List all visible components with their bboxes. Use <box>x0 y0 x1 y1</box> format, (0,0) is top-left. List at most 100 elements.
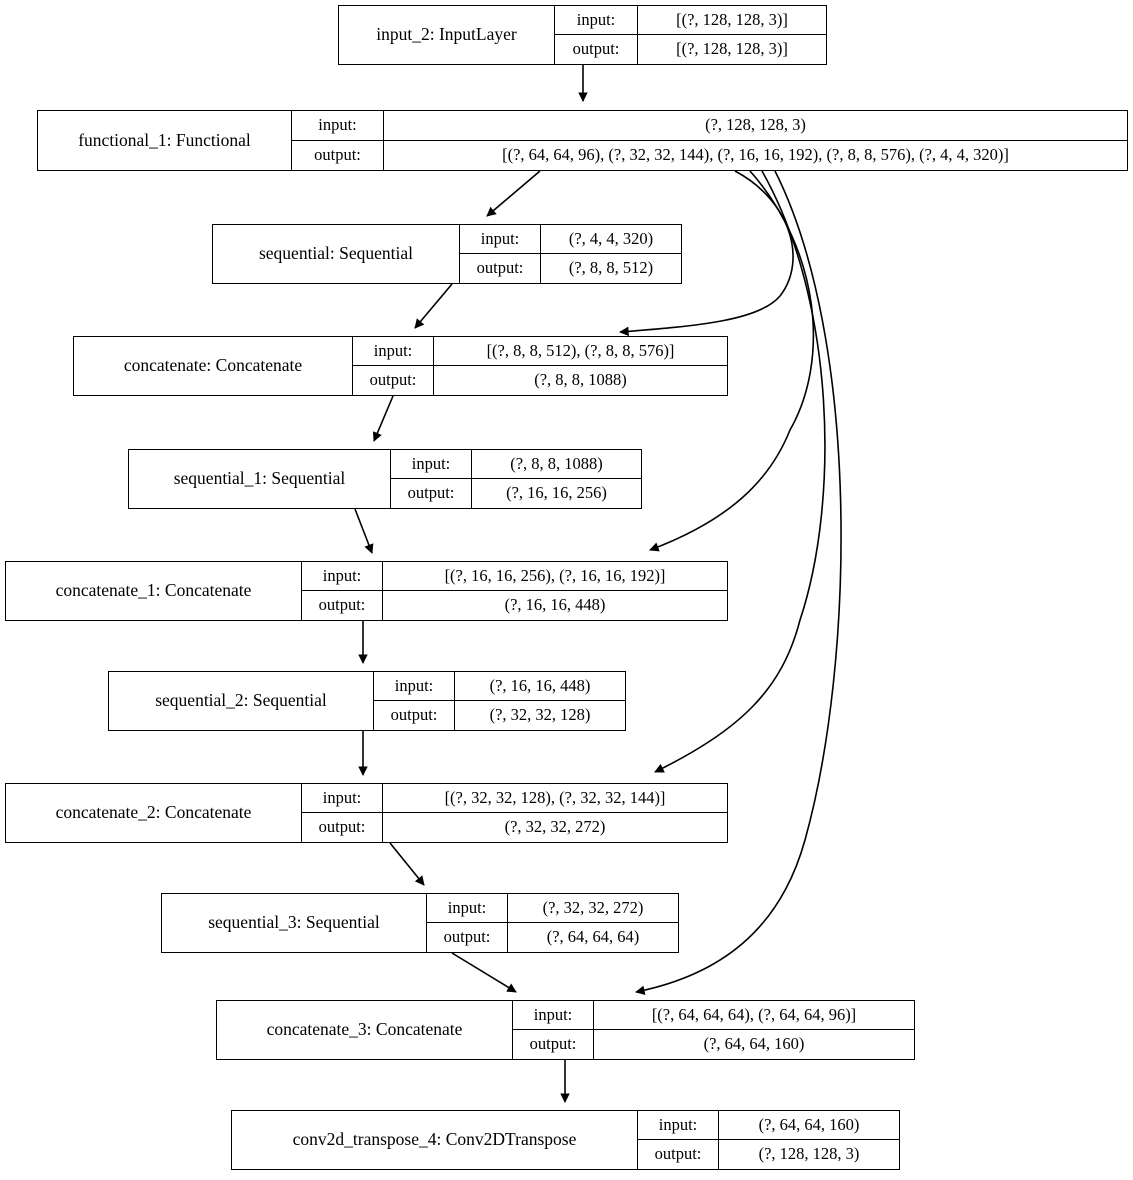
io-row-input: input: (?, 64, 64, 160) <box>638 1111 899 1140</box>
edge-concatenate-to-sequential1 <box>372 395 394 442</box>
node-title: sequential_1: Sequential <box>129 450 391 508</box>
io-row-output: output: (?, 128, 128, 3) <box>638 1140 899 1169</box>
node-sequential[interactable]: sequential: Sequential input: (?, 4, 4, … <box>212 224 682 284</box>
io-row-output: output: (?, 16, 16, 448) <box>302 591 727 620</box>
io-label-input: input: <box>302 784 383 812</box>
io-row-input: input: [(?, 128, 128, 3)] <box>555 6 826 35</box>
io-value-input: (?, 32, 32, 272) <box>542 897 644 917</box>
io-row-input: input: [(?, 64, 64, 64), (?, 64, 64, 96)… <box>513 1001 914 1030</box>
io-value-input: [(?, 8, 8, 512), (?, 8, 8, 576)] <box>486 340 675 360</box>
node-io-table: input: (?, 64, 64, 160) output: (?, 128,… <box>638 1111 899 1169</box>
io-row-input: input: [(?, 32, 32, 128), (?, 32, 32, 14… <box>302 784 727 813</box>
io-label-output: output: <box>460 254 541 283</box>
io-value-input: [(?, 128, 128, 3)] <box>676 9 788 29</box>
node-conv2d_transpose_4[interactable]: conv2d_transpose_4: Conv2DTranspose inpu… <box>231 1110 900 1170</box>
node-io-table: input: (?, 128, 128, 3) output: [(?, 64,… <box>292 111 1127 170</box>
io-row-output: output: (?, 64, 64, 64) <box>427 923 678 952</box>
io-row-input: input: (?, 8, 8, 1088) <box>391 450 641 479</box>
node-sequential_1[interactable]: sequential_1: Sequential input: (?, 8, 8… <box>128 449 642 509</box>
io-label-input: input: <box>353 337 434 365</box>
node-title: concatenate: Concatenate <box>74 337 353 395</box>
io-row-input: input: (?, 4, 4, 320) <box>460 225 681 254</box>
node-io-table: input: [(?, 64, 64, 64), (?, 64, 64, 96)… <box>513 1001 914 1059</box>
io-row-output: output: (?, 16, 16, 256) <box>391 479 641 508</box>
edge-sequential-to-concatenate <box>414 283 453 329</box>
io-value-input: (?, 128, 128, 3) <box>705 115 806 134</box>
node-title: functional_1: Functional <box>38 111 292 170</box>
io-label-input: input: <box>391 450 472 478</box>
io-row-output: output: (?, 8, 8, 512) <box>460 254 681 283</box>
node-io-table: input: (?, 4, 4, 320) output: (?, 8, 8, … <box>460 225 681 283</box>
io-label-output: output: <box>374 701 455 730</box>
io-row-input: input: (?, 128, 128, 3) <box>292 111 1127 141</box>
node-title: concatenate_1: Concatenate <box>6 562 302 620</box>
io-value-output: (?, 128, 128, 3) <box>758 1144 860 1164</box>
edge-concatenate2-to-sequential3 <box>389 842 425 886</box>
io-value-output: (?, 32, 32, 128) <box>489 705 591 725</box>
node-title: sequential_3: Sequential <box>162 894 427 952</box>
io-label-output: output: <box>555 35 638 64</box>
node-io-table: input: [(?, 32, 32, 128), (?, 32, 32, 14… <box>302 784 727 842</box>
io-label-input: input: <box>374 672 455 700</box>
io-value-input: [(?, 64, 64, 64), (?, 64, 64, 96)] <box>651 1004 857 1024</box>
io-label-input: input: <box>555 6 638 34</box>
io-label-output: output: <box>427 923 508 952</box>
io-row-output: output: (?, 32, 32, 272) <box>302 813 727 842</box>
io-value-output: (?, 16, 16, 256) <box>506 483 607 503</box>
node-functional_1[interactable]: functional_1: Functional input: (?, 128,… <box>37 110 1128 171</box>
node-title: concatenate_2: Concatenate <box>6 784 302 842</box>
edge-sequential1-to-concatenate1 <box>354 508 374 554</box>
node-io-table: input: [(?, 8, 8, 512), (?, 8, 8, 576)] … <box>353 337 727 395</box>
io-value-input: (?, 16, 16, 448) <box>489 675 591 695</box>
node-io-table: input: (?, 8, 8, 1088) output: (?, 16, 1… <box>391 450 641 508</box>
io-row-input: input: [(?, 16, 16, 256), (?, 16, 16, 19… <box>302 562 727 591</box>
io-value-output: (?, 64, 64, 64) <box>546 927 640 947</box>
io-label-input: input: <box>427 894 508 922</box>
io-label-input: input: <box>513 1001 594 1029</box>
node-input_2[interactable]: input_2: InputLayer input: [(?, 128, 128… <box>338 5 827 65</box>
node-concatenate_3[interactable]: concatenate_3: Concatenate input: [(?, 6… <box>216 1000 915 1060</box>
node-title: sequential: Sequential <box>213 225 460 283</box>
io-row-output: output: [(?, 64, 64, 96), (?, 32, 32, 14… <box>292 140 1127 170</box>
io-label-output: output: <box>391 479 472 508</box>
node-io-table: input: (?, 32, 32, 272) output: (?, 64, … <box>427 894 678 952</box>
io-label-input: input: <box>302 562 383 590</box>
io-label-output: output: <box>302 591 383 620</box>
edge-functional1-to-sequential <box>486 170 541 217</box>
io-row-output: output: (?, 64, 64, 160) <box>513 1030 914 1059</box>
io-value-output: (?, 64, 64, 160) <box>703 1034 805 1054</box>
io-label-output: output: <box>513 1030 594 1059</box>
io-row-input: input: (?, 16, 16, 448) <box>374 672 625 701</box>
node-title: concatenate_3: Concatenate <box>217 1001 513 1059</box>
node-title: input_2: InputLayer <box>339 6 555 64</box>
io-label-input: input: <box>460 225 541 253</box>
io-value-input: [(?, 16, 16, 256), (?, 16, 16, 192)] <box>444 565 666 585</box>
io-label-output: output: <box>292 140 384 170</box>
io-label-output: output: <box>302 813 383 842</box>
io-row-input: input: (?, 32, 32, 272) <box>427 894 678 923</box>
io-value-output: [(?, 64, 64, 96), (?, 32, 32, 144), (?, … <box>502 145 1009 164</box>
io-label-output: output: <box>353 366 434 395</box>
node-title: conv2d_transpose_4: Conv2DTranspose <box>232 1111 638 1169</box>
node-io-table: input: [(?, 128, 128, 3)] output: [(?, 1… <box>555 6 826 64</box>
node-sequential_3[interactable]: sequential_3: Sequential input: (?, 32, … <box>161 893 679 953</box>
io-value-output: (?, 8, 8, 512) <box>568 258 654 278</box>
io-row-output: output: [(?, 128, 128, 3)] <box>555 35 826 64</box>
node-io-table: input: (?, 16, 16, 448) output: (?, 32, … <box>374 672 625 730</box>
io-value-input: [(?, 32, 32, 128), (?, 32, 32, 144)] <box>444 787 666 807</box>
io-label-input: input: <box>292 111 384 140</box>
node-title: sequential_2: Sequential <box>109 672 374 730</box>
node-concatenate[interactable]: concatenate: Concatenate input: [(?, 8, … <box>73 336 728 396</box>
io-value-input: (?, 4, 4, 320) <box>568 228 654 248</box>
node-concatenate_2[interactable]: concatenate_2: Concatenate input: [(?, 3… <box>5 783 728 843</box>
node-sequential_2[interactable]: sequential_2: Sequential input: (?, 16, … <box>108 671 626 731</box>
io-value-output: (?, 32, 32, 272) <box>504 817 606 837</box>
node-io-table: input: [(?, 16, 16, 256), (?, 16, 16, 19… <box>302 562 727 620</box>
node-concatenate_1[interactable]: concatenate_1: Concatenate input: [(?, 1… <box>5 561 728 621</box>
io-label-input: input: <box>638 1111 719 1139</box>
io-value-input: (?, 8, 8, 1088) <box>510 453 603 473</box>
io-value-output: (?, 16, 16, 448) <box>504 595 606 615</box>
io-value-output: [(?, 128, 128, 3)] <box>676 39 788 59</box>
io-value-output: (?, 8, 8, 1088) <box>534 370 627 390</box>
